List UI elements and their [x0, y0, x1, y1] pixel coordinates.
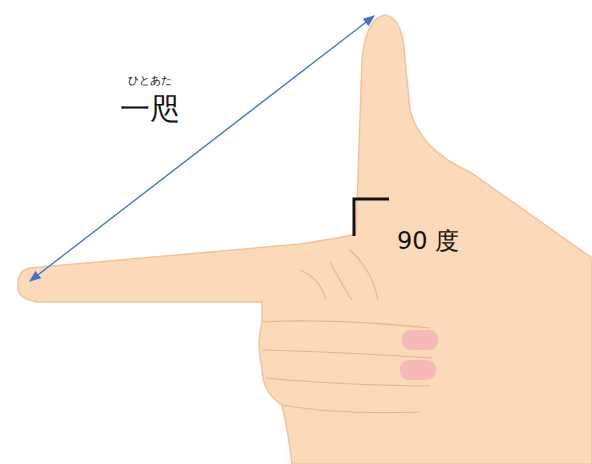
- finger-contour: [282, 405, 420, 413]
- ruby-reading: ひとあた: [128, 75, 172, 87]
- finger-nail: [400, 360, 436, 380]
- palm-crease: [300, 270, 326, 300]
- span-arrow: [30, 16, 374, 281]
- right-angle-mark: [354, 199, 389, 236]
- finger-contour: [262, 321, 430, 328]
- finger-contour: [262, 350, 432, 358]
- palm-crease: [350, 250, 378, 300]
- palm-crease: [330, 262, 352, 300]
- angle-label: 90 度: [397, 228, 459, 254]
- span-label: 一咫: [120, 92, 180, 125]
- hand-shape: [18, 15, 592, 464]
- finger-nail: [402, 330, 438, 350]
